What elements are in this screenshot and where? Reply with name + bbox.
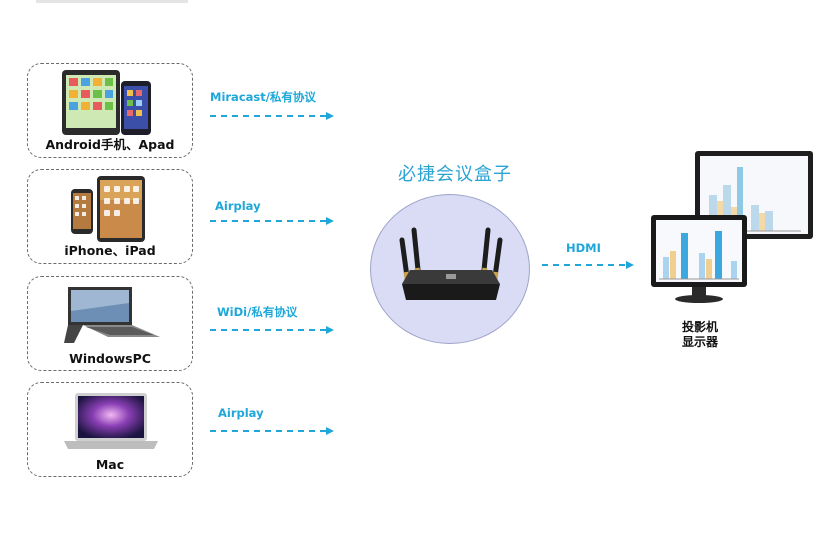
android-tablet-phone-icon [62, 70, 151, 135]
device-box-windows: WindowsPC [27, 276, 193, 371]
hub-circle [370, 194, 530, 344]
monitors-icon [651, 151, 813, 303]
hdmi-label: HDMI [566, 241, 601, 255]
arrow-icon [210, 326, 334, 334]
router-box-icon [399, 227, 503, 300]
device-box-iphone: iPhone、iPad [27, 169, 193, 264]
display-label-line2: 显示器 [681, 335, 718, 349]
arrow-icon [210, 427, 334, 435]
arrow-icon [210, 217, 334, 225]
macbook-icon [64, 393, 158, 449]
device-label-iphone: iPhone、iPad [64, 243, 156, 258]
protocol-label-airplay-mac: Airplay [218, 406, 264, 420]
arrow-icon [210, 112, 334, 120]
device-label-mac: Mac [95, 457, 125, 472]
device-label-android: Android手机、Apad [45, 137, 175, 152]
top-divider [36, 0, 188, 3]
device-label-windows: WindowsPC [69, 351, 151, 366]
protocol-label-airplay-ios: Airplay [215, 199, 261, 213]
hub-title: 必捷会议盒子 [398, 164, 512, 185]
iphone-ipad-icon [71, 176, 145, 242]
display-label: 投影机 显示器 [670, 320, 730, 350]
arrow-icon [542, 261, 634, 269]
device-box-android: Android手机、Apad [27, 63, 193, 158]
windows-laptop-icon [64, 287, 160, 343]
protocol-label-miracast: Miracast/私有协议 [210, 90, 316, 104]
device-box-mac: Mac [27, 382, 193, 477]
protocol-label-widi: WiDi/私有协议 [217, 305, 298, 319]
display-label-line1: 投影机 [681, 320, 718, 334]
